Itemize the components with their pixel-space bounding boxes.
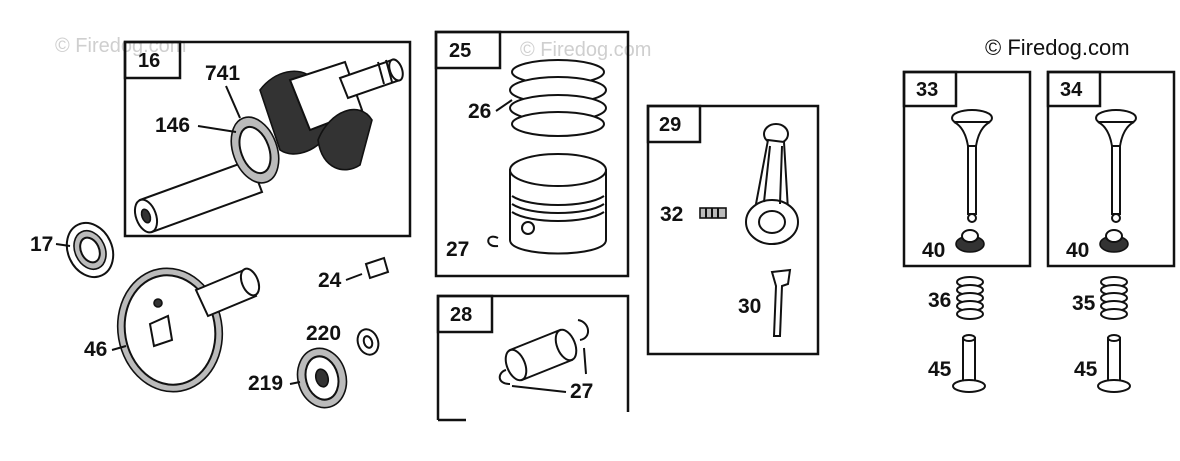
- group-16-crankshaft[interactable]: 16 741 146: [123, 40, 412, 238]
- callout-45-right: 45: [1074, 358, 1098, 381]
- spring-36[interactable]: 36: [928, 276, 984, 320]
- leader-27-bottom: [511, 347, 587, 393]
- callout-27-bottom: 27: [570, 380, 593, 403]
- valve-part-34: [1095, 109, 1137, 223]
- watermark-left: © Firedog.com: [55, 35, 186, 57]
- watermark-center: © Firedog.com: [520, 39, 651, 61]
- callout-26: 26: [468, 100, 491, 123]
- callout-36: 36: [928, 289, 951, 312]
- leader-741: [225, 85, 241, 119]
- callout-45-left: 45: [928, 358, 952, 381]
- group-34-valve[interactable]: 34 40: [1046, 70, 1176, 268]
- retaining-ring-part: [487, 235, 499, 248]
- callout-17: 17: [30, 233, 53, 256]
- group-28-wrist-pin[interactable]: 28 27: [436, 294, 630, 422]
- crankshaft-part: [133, 58, 404, 234]
- piston-rings-part: [509, 59, 607, 137]
- callout-35: 35: [1072, 292, 1096, 315]
- callout-40-left: 40: [922, 239, 945, 262]
- washer-220[interactable]: 220: [306, 322, 382, 358]
- wrist-pin-part: [498, 319, 589, 385]
- tappet-45-left[interactable]: 45: [928, 334, 986, 393]
- box-number-frame-34: [1046, 70, 1102, 108]
- group-29-connecting-rod[interactable]: 29 32 30: [646, 104, 820, 356]
- tappet-45-right[interactable]: 45: [1074, 334, 1131, 393]
- group-25-piston[interactable]: 25 26 27: [434, 30, 630, 278]
- retainer-part-34: [1099, 229, 1129, 253]
- callout-741: 741: [205, 62, 240, 85]
- box-number-frame-33: [902, 70, 958, 108]
- box-number-25: 25: [449, 40, 471, 62]
- camshaft-46[interactable]: 46: [84, 260, 263, 400]
- callout-146: 146: [155, 114, 190, 137]
- frame-29: [646, 104, 820, 356]
- callout-46: 46: [84, 338, 107, 361]
- bearing-17[interactable]: 17: [30, 215, 122, 284]
- box-number-frame-28: [436, 294, 494, 334]
- callout-219: 219: [248, 372, 283, 395]
- callout-32: 32: [660, 203, 683, 226]
- oil-dipper-part: [770, 268, 792, 337]
- gear-219[interactable]: 219: [248, 343, 353, 413]
- piston-part: [509, 153, 607, 255]
- leader-26: [495, 99, 513, 112]
- retainer-part-33: [955, 229, 985, 253]
- valve-part-33: [951, 109, 993, 223]
- frame-16: [123, 40, 412, 238]
- box-number-28: 28: [450, 304, 472, 326]
- frame-28: [436, 294, 630, 420]
- group-33-valve[interactable]: 33 40: [902, 70, 1032, 268]
- box-number-34: 34: [1060, 79, 1083, 101]
- callout-220: 220: [306, 322, 341, 345]
- callout-24: 24: [318, 269, 342, 292]
- box-number-16: 16: [138, 50, 160, 72]
- callout-40-right: 40: [1066, 239, 1089, 262]
- rod-bolt-part: [699, 207, 727, 219]
- key-24[interactable]: 24: [318, 256, 390, 292]
- frame-33: [902, 70, 1032, 268]
- box-number-33: 33: [916, 79, 938, 101]
- copyright-text: © Firedog.com: [985, 35, 1130, 60]
- callout-30: 30: [738, 295, 761, 318]
- callout-27-top: 27: [446, 238, 469, 261]
- box-number-frame-29: [646, 104, 702, 144]
- connecting-rod-part: [745, 123, 799, 245]
- frame-34: [1046, 70, 1176, 268]
- frame-25: [434, 30, 630, 278]
- box-number-frame-25: [434, 30, 502, 70]
- spring-35[interactable]: 35: [1072, 276, 1128, 320]
- box-number-frame-16: [123, 40, 182, 80]
- leader-146: [197, 125, 237, 133]
- box-number-29: 29: [659, 114, 681, 136]
